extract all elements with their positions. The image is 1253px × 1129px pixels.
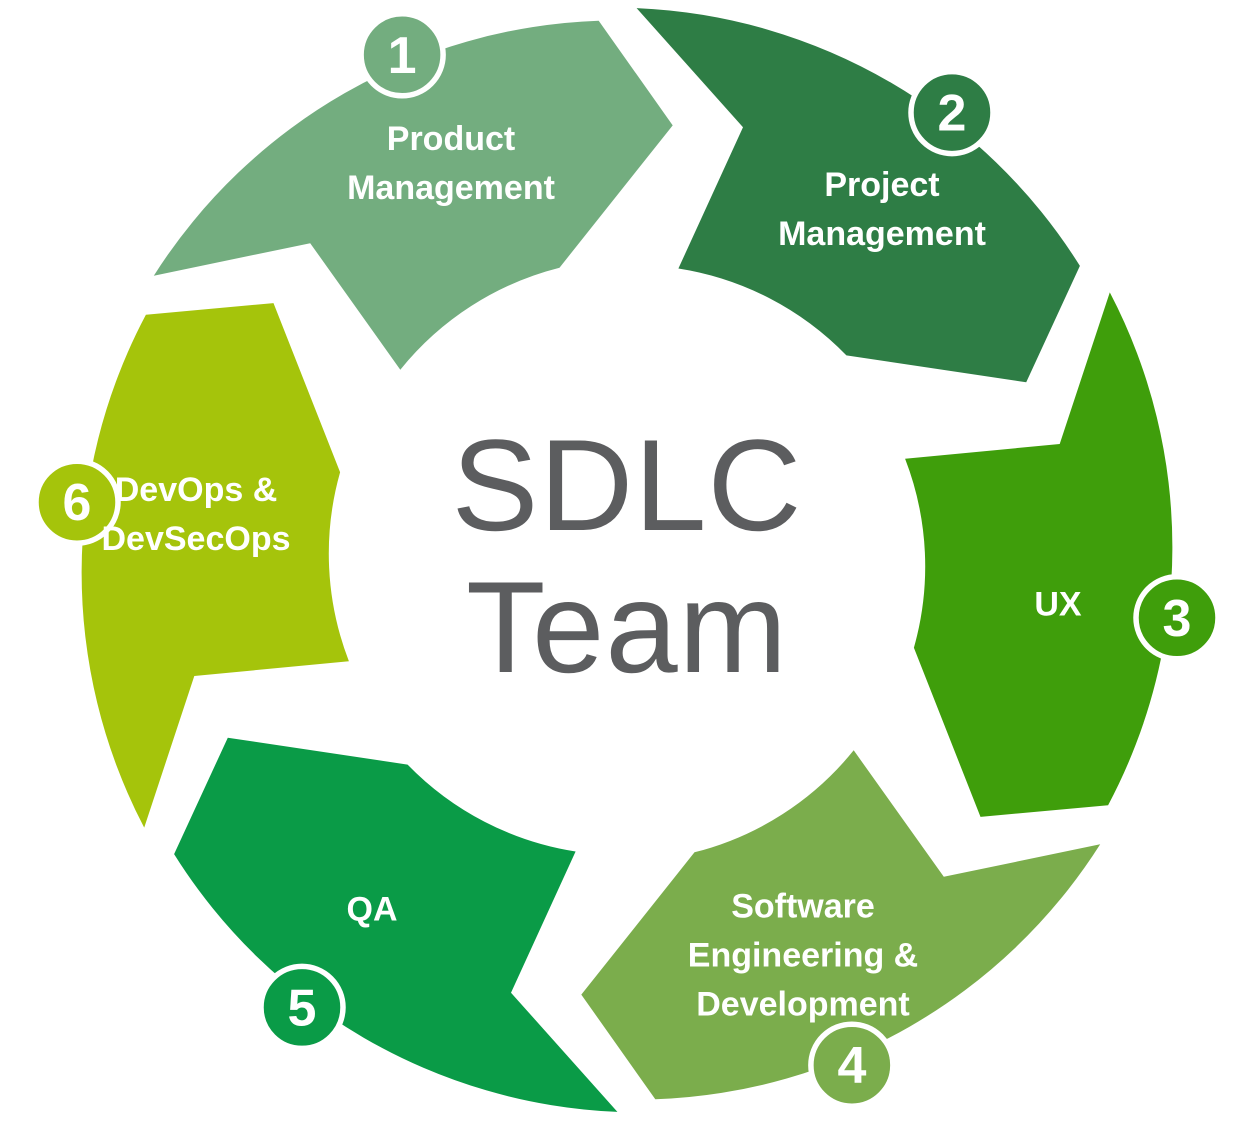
step-number-3: 3 bbox=[1163, 590, 1192, 648]
segment-arrow-product-management bbox=[153, 20, 673, 370]
step-number-badge-1 bbox=[358, 11, 446, 99]
step-number-5: 5 bbox=[288, 979, 317, 1037]
segment-arrow-ux bbox=[905, 292, 1173, 817]
step-number-6: 6 bbox=[63, 474, 92, 532]
step-number-badge-2 bbox=[908, 68, 996, 157]
segment-arrow-devops-devsecops bbox=[81, 303, 349, 828]
step-number-1: 1 bbox=[388, 27, 417, 85]
step-number-badge-4 bbox=[808, 1021, 896, 1109]
step-number-badge-5 bbox=[258, 963, 346, 1052]
diagram-title-line-1: SDLC bbox=[451, 412, 803, 558]
diagram-title-line-2: Team bbox=[466, 554, 788, 700]
diagram-center-title: SDLC Team bbox=[452, 414, 803, 698]
step-number-badge-3 bbox=[1133, 574, 1221, 662]
step-number-badge-6 bbox=[33, 458, 121, 546]
step-number-2: 2 bbox=[938, 85, 967, 143]
step-number-4: 4 bbox=[837, 1037, 866, 1095]
segment-arrow-qa bbox=[174, 737, 618, 1112]
segment-arrow-project-management bbox=[636, 8, 1080, 383]
segment-arrow-software-engineering-development bbox=[581, 750, 1101, 1100]
